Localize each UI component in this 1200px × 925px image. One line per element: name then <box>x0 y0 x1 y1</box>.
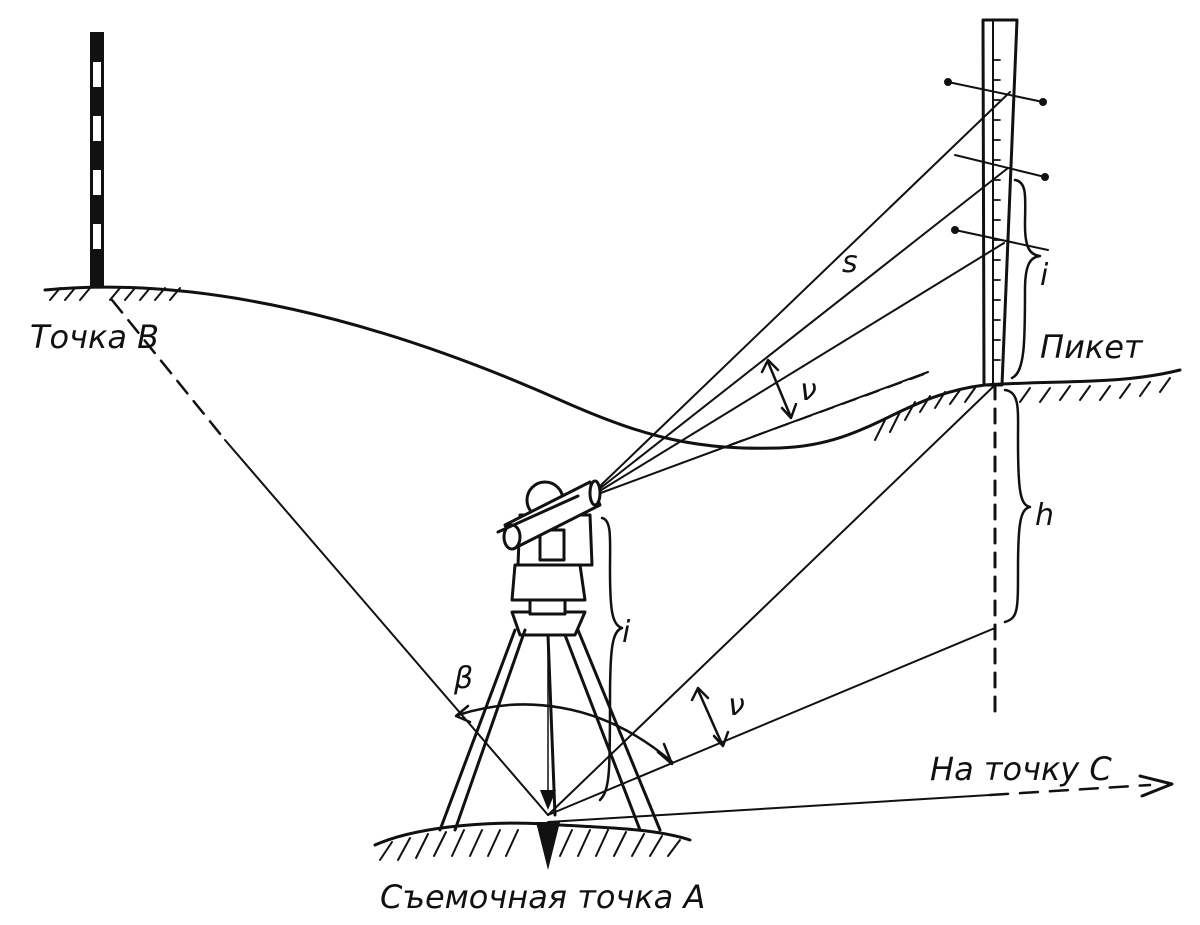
label-v-lower: ν <box>728 688 745 723</box>
ranging-pole-b <box>90 32 104 288</box>
label-v-upper: ν <box>800 373 817 408</box>
angle-v-lower <box>690 686 730 748</box>
label-to-point-c: На точку C <box>930 750 1112 788</box>
ground-hatch-picket <box>874 377 1171 441</box>
plumb-bob <box>536 790 560 870</box>
label-picket: Пикет <box>1040 328 1144 366</box>
label-h: h <box>1035 498 1054 533</box>
label-i-instrument: i <box>622 615 631 650</box>
label-point-b: Точка B <box>30 318 159 356</box>
ground-hatch-a <box>379 829 681 861</box>
line-a-to-b-solid <box>224 439 549 816</box>
line-a-to-c <box>547 794 991 823</box>
brace-h <box>1003 388 1032 624</box>
brace-i-rod <box>1010 178 1042 380</box>
label-i-rod: i <box>1040 258 1049 293</box>
levelling-rod <box>981 18 1019 387</box>
label-beta: β <box>453 661 473 696</box>
terrain-profile <box>43 285 1182 450</box>
brace-i-instrument <box>598 516 624 802</box>
line-a-to-b <box>110 298 227 442</box>
horizontal-sight-dashed <box>729 371 931 446</box>
tripod <box>438 610 662 832</box>
line-a-to-c-dashed <box>988 783 1152 797</box>
theodolite <box>496 479 602 616</box>
arrow-to-c <box>1138 774 1174 798</box>
angle-v-upper <box>760 358 798 420</box>
angle-beta <box>454 703 674 766</box>
sight-rays <box>597 91 1011 495</box>
ground-hatch-b <box>49 287 181 301</box>
label-survey-point-a: Съемочная точка A <box>380 878 705 916</box>
ground-mound-a <box>373 821 692 847</box>
label-s: s <box>842 245 858 280</box>
stadia-hairs <box>944 78 1049 251</box>
